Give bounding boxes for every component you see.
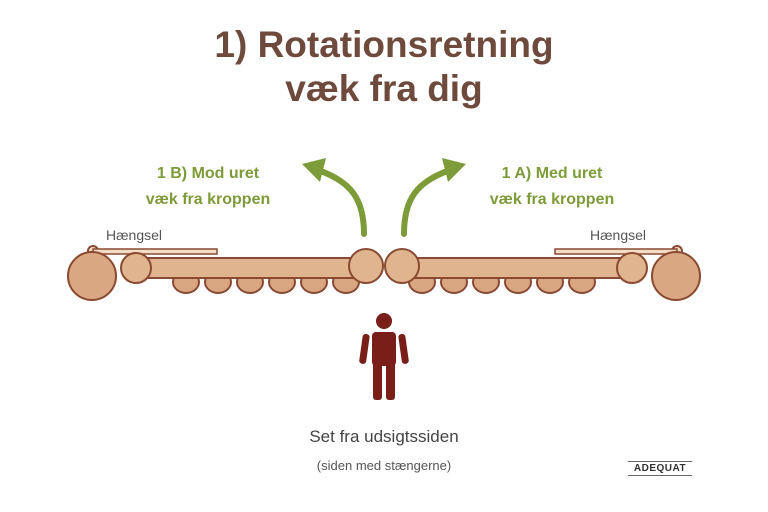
caption-sub: (siden med stængerne) [316,458,452,473]
rotation-label-b-line1: 1 B) Mod uret [156,165,260,182]
caption-main: Set fra udsigtssiden [309,427,459,446]
end-roll-right [651,251,701,301]
rotation-label-clockwise: 1 A) Med uret væk fra kroppen [452,161,652,213]
title-line-2: væk fra dig [285,68,483,109]
title-line-1: 1) Rotationsretning [214,24,554,65]
inner-roll-left [120,252,152,284]
center-roll-left [348,248,384,284]
rotation-arrow-left [302,158,367,237]
rotation-label-b-line2: væk fra kroppen [145,191,271,208]
rotation-label-a-line1: 1 A) Med uret [501,165,603,182]
left-blind-panel [67,245,384,301]
hinge-bar-right [554,248,678,255]
rotation-label-a-line2: væk fra kroppen [489,191,615,208]
hinge-label-right: Hængsel [590,227,647,243]
right-blind-panel [384,245,701,301]
rotation-arrow-right [401,158,466,237]
brand-logo: ADEQUAT [628,461,692,476]
rotation-label-counterclockwise: 1 B) Mod uret væk fra kroppen [108,161,308,213]
center-roll-right [384,248,420,284]
person-icon [359,313,409,400]
hinge-label-left: Hængsel [106,227,163,243]
stile-right [399,257,641,279]
hinge-bar-left [92,248,218,255]
end-roll-left [67,251,117,301]
inner-roll-right [616,252,648,284]
stile-left [129,257,371,279]
